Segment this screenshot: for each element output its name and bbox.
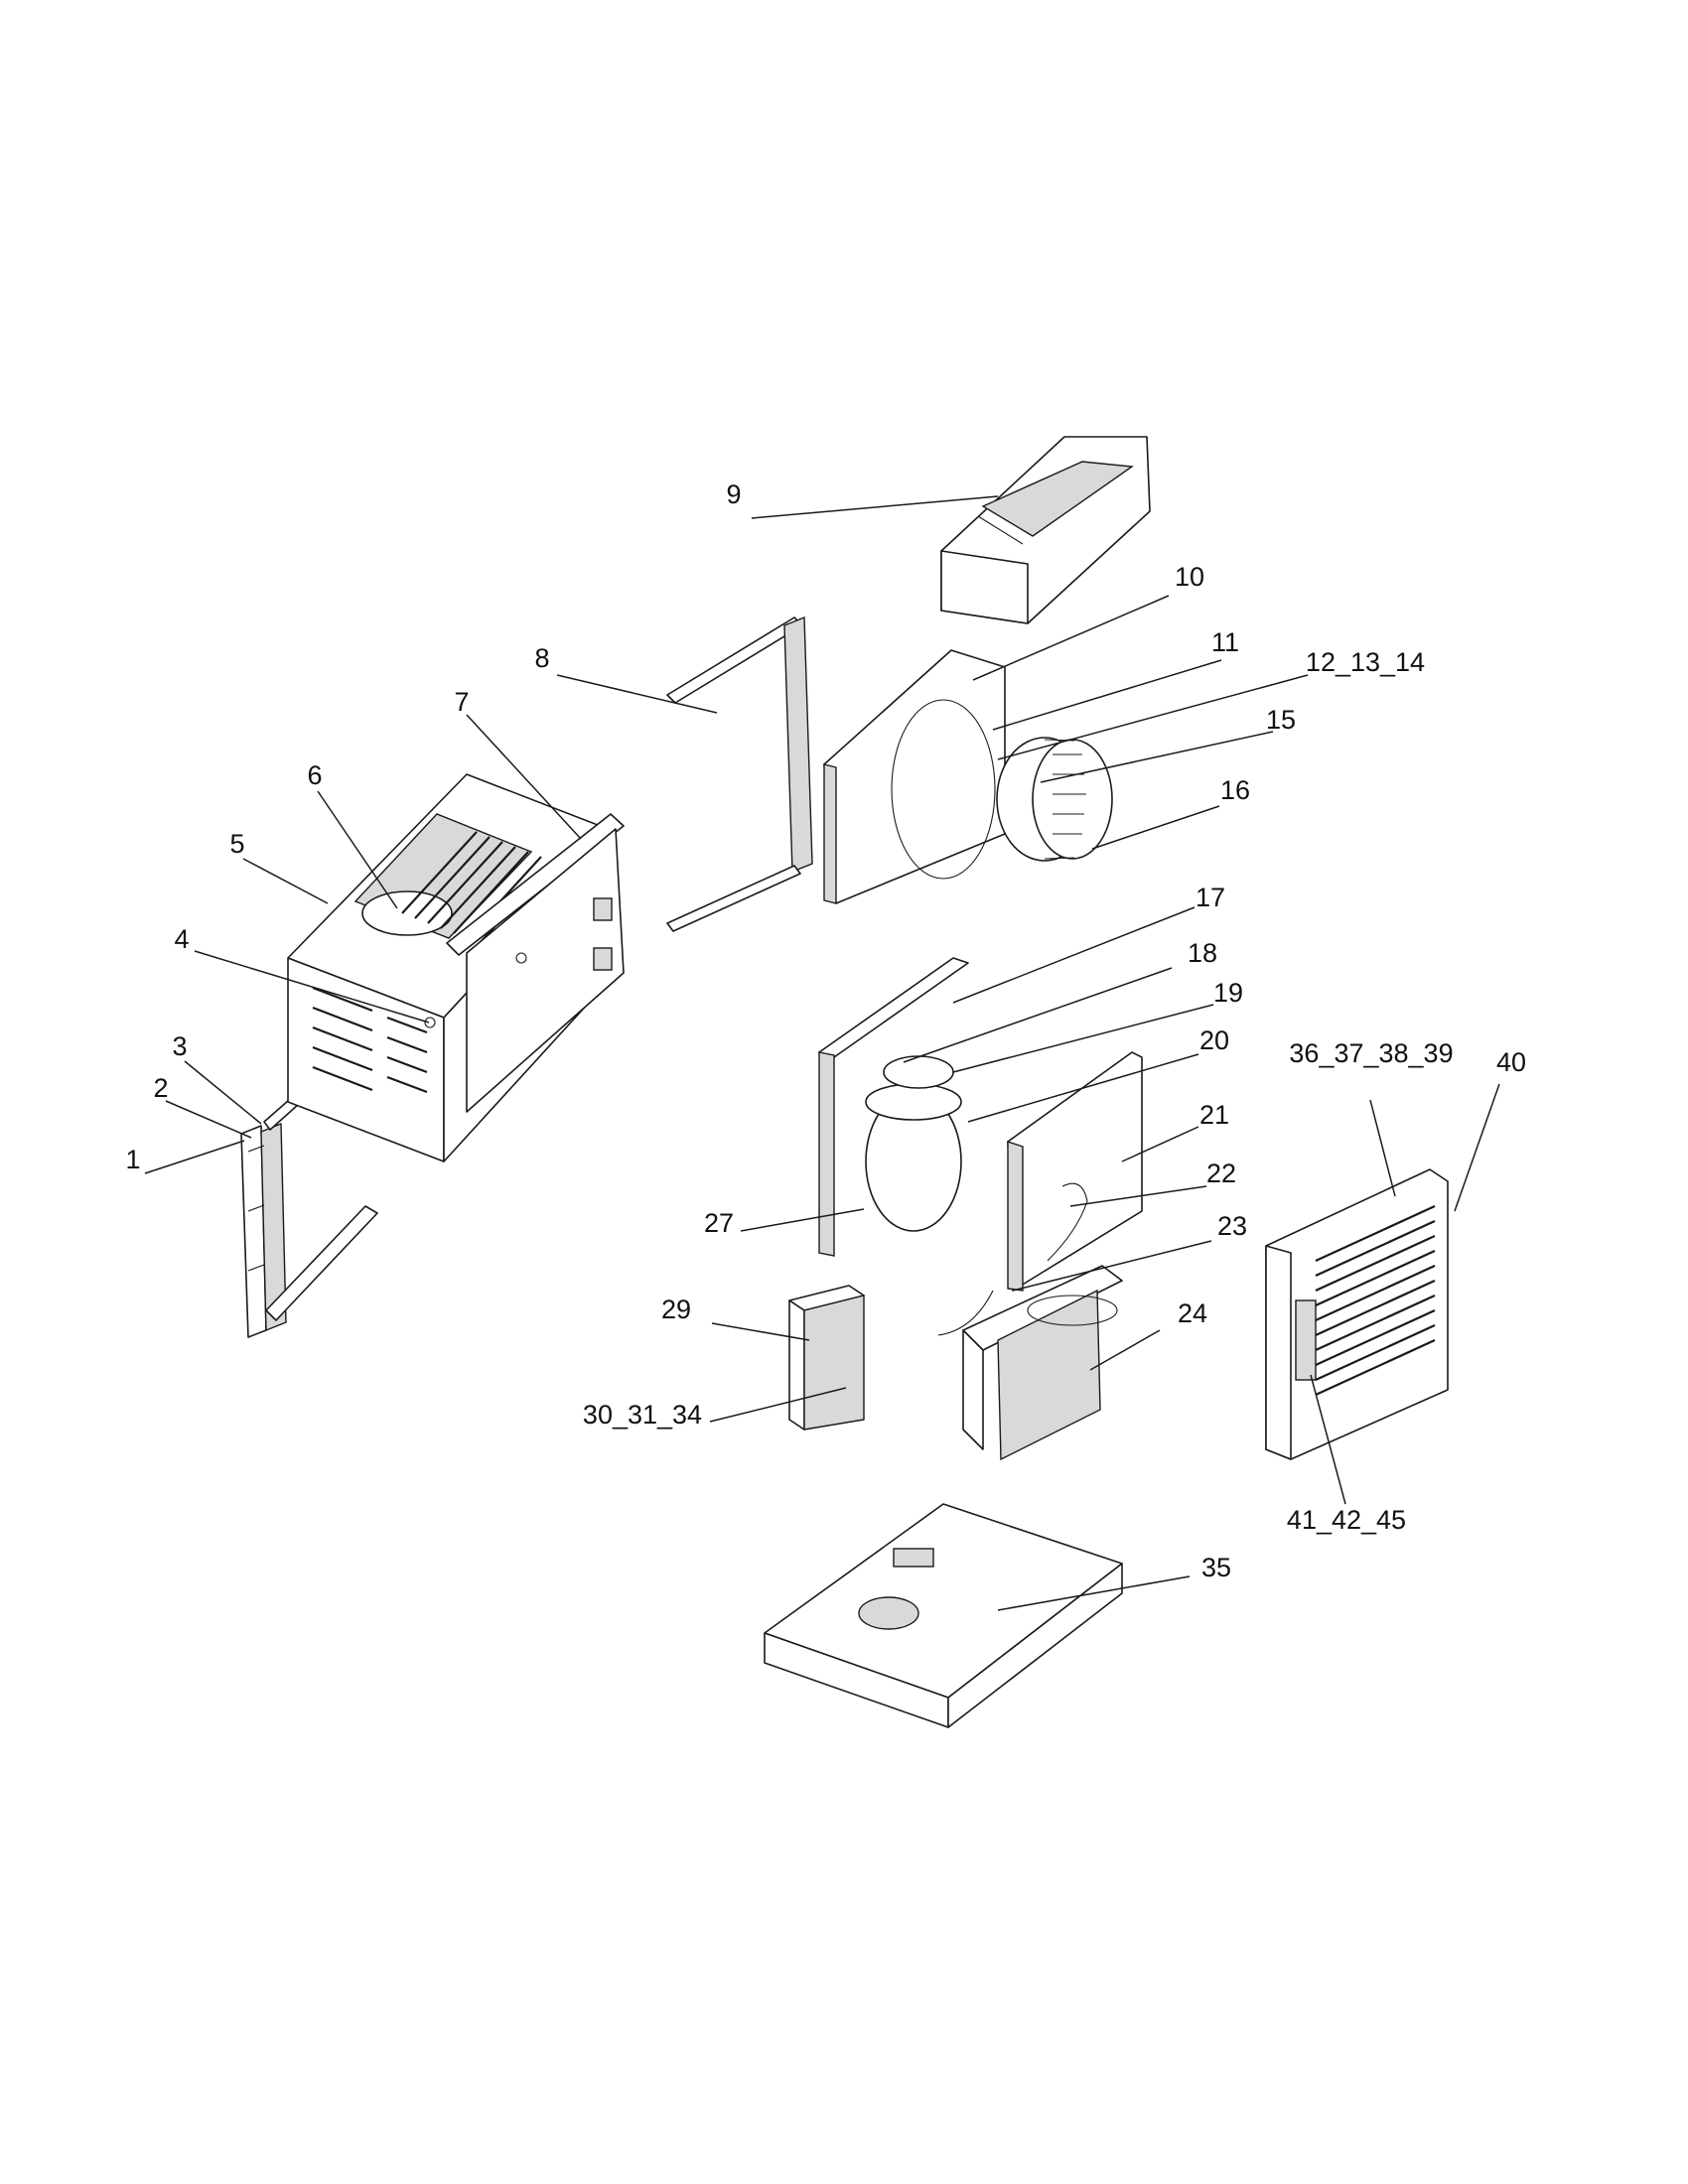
leader-10 <box>972 595 1170 681</box>
blower-wheel <box>996 737 1113 862</box>
cabinet-side-vent <box>312 986 428 1094</box>
leader-24 <box>1089 1329 1161 1371</box>
leader-40 <box>1454 1083 1500 1212</box>
callout-35: 35 <box>1201 1553 1231 1582</box>
leader-16 <box>1091 805 1220 850</box>
callout-23: 23 <box>1217 1211 1247 1241</box>
leader-9 <box>751 495 999 519</box>
callout-8: 8 <box>534 643 549 673</box>
leader-22 <box>1069 1185 1207 1207</box>
leader-7 <box>466 714 582 840</box>
callout-29: 29 <box>661 1295 691 1324</box>
refrigeration-part <box>818 957 1143 1336</box>
callout-36-37-38-39: 36_37_38_39 <box>1289 1038 1453 1068</box>
callout-1: 1 <box>125 1145 140 1174</box>
leader-35 <box>997 1575 1191 1611</box>
leader-3 <box>184 1060 262 1125</box>
leader-20 <box>967 1053 1199 1123</box>
callout-12-13-14: 12_13_14 <box>1306 647 1425 677</box>
leader-8 <box>556 674 718 714</box>
leader-11 <box>992 659 1222 731</box>
leader-17 <box>952 906 1196 1004</box>
callout-24: 24 <box>1178 1298 1207 1328</box>
leader-15 <box>1040 731 1274 783</box>
callout-18: 18 <box>1188 938 1217 968</box>
callout-3: 3 <box>172 1031 187 1061</box>
leader-5 <box>242 858 329 904</box>
callout-4: 4 <box>174 924 189 954</box>
leader-4 <box>194 950 430 1024</box>
callout-20: 20 <box>1199 1025 1229 1055</box>
blower-assembly-part <box>823 649 1113 904</box>
cabinet-part <box>287 773 625 1162</box>
leader-2 <box>165 1100 252 1139</box>
leader-1 <box>144 1140 245 1174</box>
callout-7: 7 <box>454 687 469 717</box>
callout-40: 40 <box>1496 1047 1526 1077</box>
callout-labels: 1 2 3 4 5 6 7 8 9 10 11 12_13_14 15 16 1… <box>125 479 1526 1582</box>
callout-5: 5 <box>229 829 244 859</box>
callout-15: 15 <box>1266 705 1296 735</box>
leader-23 <box>1012 1240 1212 1292</box>
callout-19: 19 <box>1213 978 1243 1008</box>
callout-27: 27 <box>704 1208 734 1238</box>
leader-30 <box>709 1387 847 1423</box>
callout-41-42-45: 41_42_45 <box>1287 1505 1406 1535</box>
callout-22: 22 <box>1206 1159 1236 1188</box>
callout-16: 16 <box>1220 775 1250 805</box>
leader-6 <box>317 790 398 909</box>
leader-36 <box>1369 1099 1396 1197</box>
leader-41 <box>1310 1374 1346 1505</box>
leader-lines <box>144 495 1500 1611</box>
callout-6: 6 <box>307 760 322 790</box>
callout-9: 9 <box>726 479 741 509</box>
callout-17: 17 <box>1196 883 1225 912</box>
base-pan-part <box>764 1503 1123 1728</box>
callout-21: 21 <box>1199 1100 1229 1130</box>
air-duct-part <box>940 436 1151 624</box>
control-box-part <box>788 1285 865 1431</box>
leader-18 <box>903 967 1173 1063</box>
leader-12 <box>997 674 1309 760</box>
callout-10: 10 <box>1175 562 1204 592</box>
drain-tray-part <box>962 1265 1123 1461</box>
callout-30-31-34: 30_31_34 <box>583 1400 702 1430</box>
callout-11: 11 <box>1211 627 1239 657</box>
side-curtain-part <box>666 615 813 932</box>
leader-29 <box>711 1322 810 1341</box>
front-grille-part <box>1265 1168 1449 1460</box>
callout-2: 2 <box>153 1073 168 1103</box>
leader-19 <box>952 1004 1214 1073</box>
leader-21 <box>1121 1126 1199 1162</box>
grille-louvers <box>1315 1205 1436 1396</box>
leader-27 <box>740 1208 865 1232</box>
